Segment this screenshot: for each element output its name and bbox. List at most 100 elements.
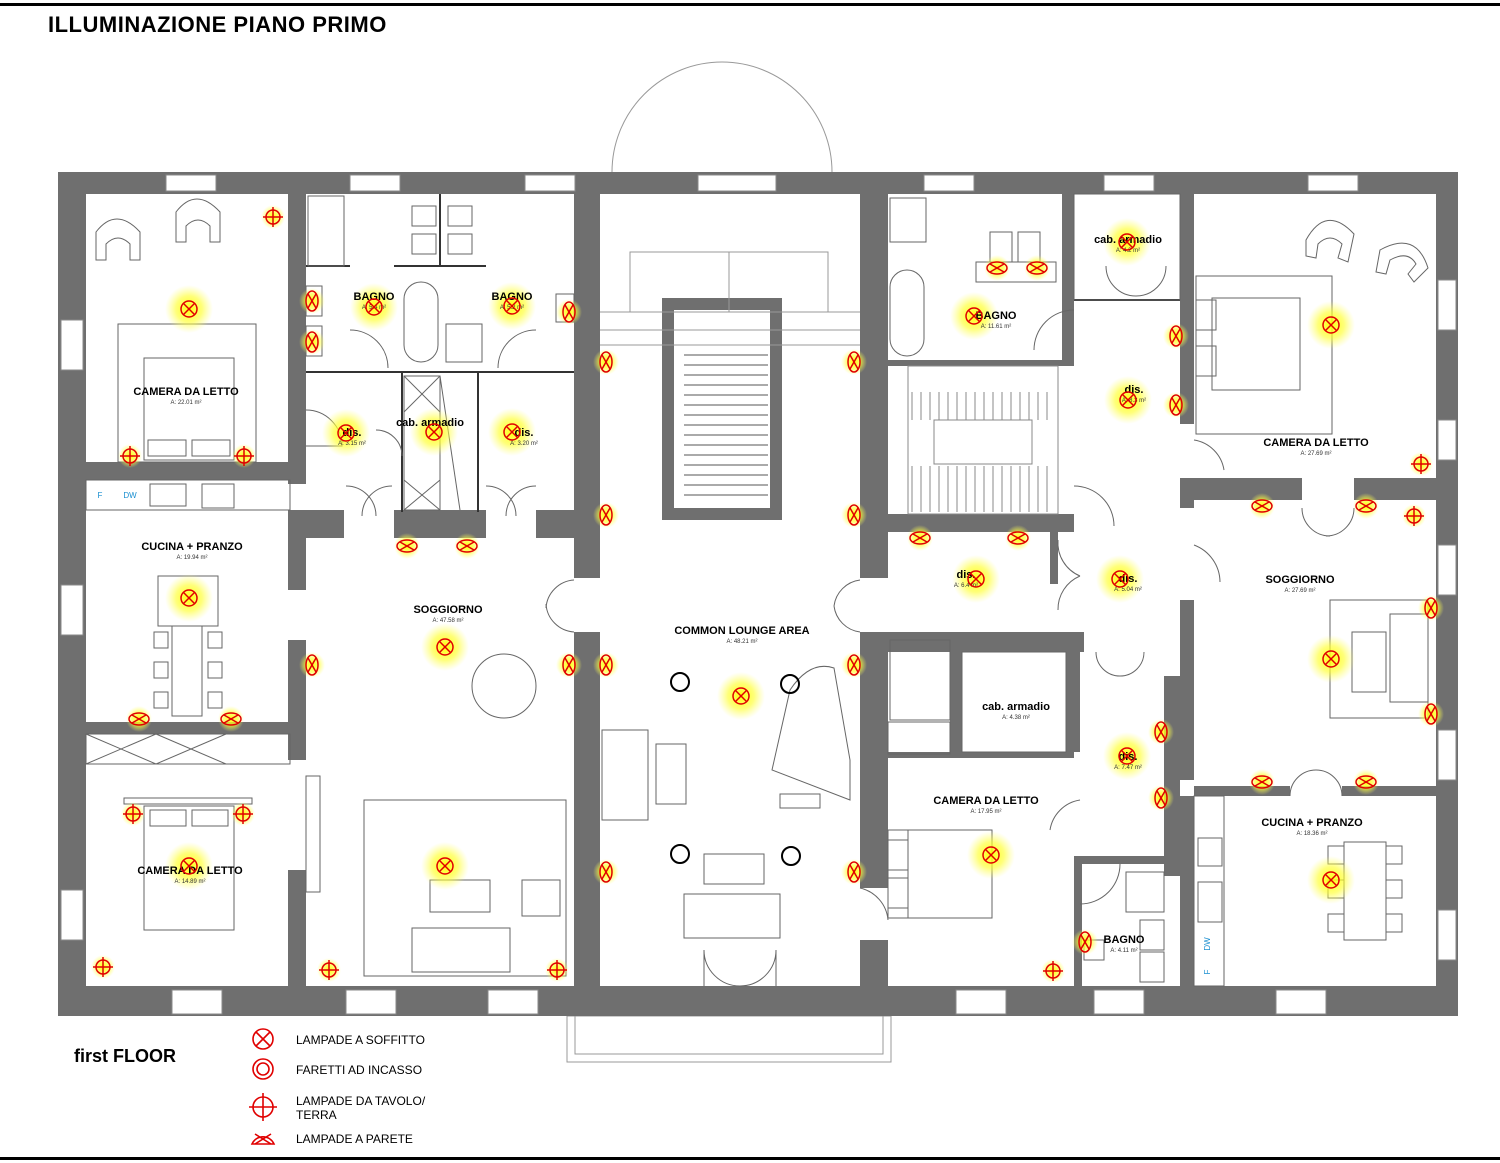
stair-steps <box>684 354 768 496</box>
ceiling-lamp-icon <box>180 857 198 875</box>
room-label-dis-1: dis. A: 3.15 m² <box>338 427 366 447</box>
room-label-dis-3: dis. A: 8.3 m² <box>1122 384 1146 404</box>
room-label-bagno-4: BAGNO A: 4.11 m² <box>1104 934 1145 954</box>
room-name: COMMON LOUNGE AREA <box>674 625 809 637</box>
legend-recessed-label: FARETTI AD INCASSO <box>296 1063 423 1077</box>
room-area: A: 18.36 m² <box>1296 831 1327 837</box>
legend-symbols <box>249 1028 277 1145</box>
wall-lamp-icon <box>847 351 861 373</box>
room-name: CAMERA DA LETTO <box>137 865 243 877</box>
bottom-rule <box>0 1157 1500 1160</box>
room-label-bagno-3: BAGNO A: 11.61 m² <box>976 310 1017 330</box>
table-lamp-icon <box>1043 961 1063 981</box>
wall-lamp-icon <box>1154 721 1168 743</box>
room-label-soggiorno-w: SOGGIORNO A: 47.58 m² <box>413 604 483 624</box>
room-area: A: 4.11 m² <box>1110 948 1137 954</box>
table-lamp-icon <box>1404 506 1424 526</box>
legend-ceiling-icon <box>252 1028 274 1050</box>
room-name: dis. <box>1125 384 1144 396</box>
wall-lamp-icon <box>128 712 150 726</box>
table-lamp-icon <box>233 804 253 824</box>
room-name: BAGNO <box>976 310 1017 322</box>
room-name: dis. <box>343 427 362 439</box>
ceiling-lamp-icon <box>425 423 443 441</box>
room-name: CUCINA + PRANZO <box>141 541 243 553</box>
secondary-stair-steps <box>911 392 1048 512</box>
room-label-camera-se: CAMERA DA LETTO A: 17.95 m² <box>933 795 1039 815</box>
partitions <box>306 194 1180 512</box>
legend-ceiling-label: LAMPADE A SOFFITTO <box>296 1033 425 1047</box>
wall-lamp-icon <box>396 539 418 553</box>
table-lamp-icon <box>123 804 143 824</box>
room-area: A: 47.58 m² <box>432 618 463 624</box>
windows <box>60 174 1457 1015</box>
wall-lamp-icon <box>599 861 613 883</box>
recessed-spot <box>781 846 801 866</box>
recessed-spots <box>670 672 801 866</box>
table-lamp-icon <box>319 960 339 980</box>
room-area: A: 7.47 m² <box>1114 765 1142 771</box>
room-name: SOGGIORNO <box>413 604 483 616</box>
table-lamp-icon <box>1411 454 1431 474</box>
ceiling-lamp-icon <box>1119 391 1137 409</box>
room-name: CAMERA DA LETTO <box>133 386 239 398</box>
ceiling-lamp-icon <box>503 423 521 441</box>
ceiling-lamp-icon <box>732 687 750 705</box>
room-name: cab. armadio <box>396 417 464 429</box>
table-lamp-icon <box>547 960 567 980</box>
room-label-cab-armadio-1: cab. armadio <box>396 417 464 429</box>
wall-lamp-icon <box>220 712 242 726</box>
recessed-spot <box>670 844 690 864</box>
room-area: A: 4.38 m² <box>1002 715 1030 721</box>
wall-lamp-icon <box>305 331 319 353</box>
wall-lamp-icon <box>847 861 861 883</box>
doors <box>305 265 1355 987</box>
ceiling-lamp-icon <box>1322 871 1340 889</box>
ceiling-lamp-icon <box>365 298 383 316</box>
room-label-dis-4: dis.A: 6.4 m² <box>954 569 978 589</box>
room-area: A: 5.04 m² <box>1114 587 1142 593</box>
room-name: CUCINA + PRANZO <box>1261 817 1363 829</box>
room-area: A: 11.61 m² <box>981 324 1012 330</box>
wall-lamp-icon <box>909 531 931 545</box>
wall-lamp-icon <box>1251 499 1273 513</box>
table-lamp-icon <box>93 957 113 977</box>
room-area: A: 17.95 m² <box>970 809 1001 815</box>
table-lamp-icon <box>120 446 140 466</box>
table-lamp-icon <box>263 207 283 227</box>
ceiling-lamp-icon <box>436 638 454 656</box>
room-area: A: 8.3 m² <box>1122 398 1146 404</box>
wall-lamp-icon <box>599 504 613 526</box>
main-stair <box>600 251 860 346</box>
lamps <box>93 207 1438 981</box>
wall-lamp-icon <box>1154 787 1168 809</box>
room-name: CAMERA DA LETTO <box>933 795 1039 807</box>
room-name: BAGNO <box>492 291 533 303</box>
room-area: A: 22.01 m² <box>170 400 201 406</box>
fridge-label-e: F <box>1203 969 1212 974</box>
room-name: cab. armadio <box>982 701 1050 713</box>
room-name: BAGNO <box>1104 934 1145 946</box>
wall-lamp-icon <box>847 654 861 676</box>
ceiling-lamp-icon <box>436 857 454 875</box>
lamp-glows <box>91 205 1444 983</box>
wall-lamp-icon <box>847 504 861 526</box>
ceiling-lamp-icon <box>982 846 1000 864</box>
room-area: A: 3.15 m² <box>338 441 366 447</box>
wall-lamp-icon <box>1355 775 1377 789</box>
wall-lamp-icon <box>562 301 576 323</box>
wall-lamp-icon <box>562 654 576 676</box>
ceiling-lamp-icon <box>1111 570 1129 588</box>
legend-recessed-icon <box>252 1058 274 1080</box>
ceiling-lamp-icon <box>1322 650 1340 668</box>
ceiling-lamp-icon <box>337 424 355 442</box>
recessed-spot <box>780 674 800 694</box>
wall-lamp-icon <box>1251 775 1273 789</box>
room-area: A: 48.21 m² <box>726 639 757 645</box>
floor-label: first FLOOR <box>74 1046 176 1066</box>
